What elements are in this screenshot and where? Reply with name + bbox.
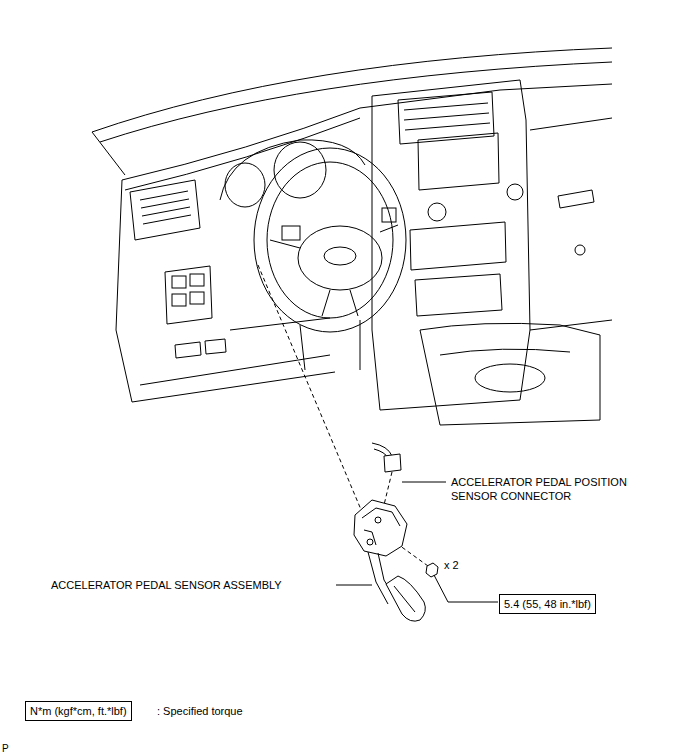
torque-text: 5.4 (55, 48 in.*lbf): [504, 597, 591, 611]
part-label: ACCELERATOR PEDAL SENSOR ASSEMBLY: [51, 578, 282, 592]
part-label: ACCELERATOR PEDAL POSITION SENSOR CONNEC…: [451, 475, 656, 503]
torque-box: 5.4 (55, 48 in.*lbf): [499, 594, 596, 614]
legend-text: : Specified torque: [157, 704, 243, 718]
legend-torque-box: N*m (kgf*cm, ft.*lbf): [25, 701, 132, 721]
page-mark: P: [2, 742, 9, 755]
torque-text: N*m (kgf*cm, ft.*lbf): [30, 704, 127, 718]
quantity-label: x 2: [444, 558, 459, 572]
